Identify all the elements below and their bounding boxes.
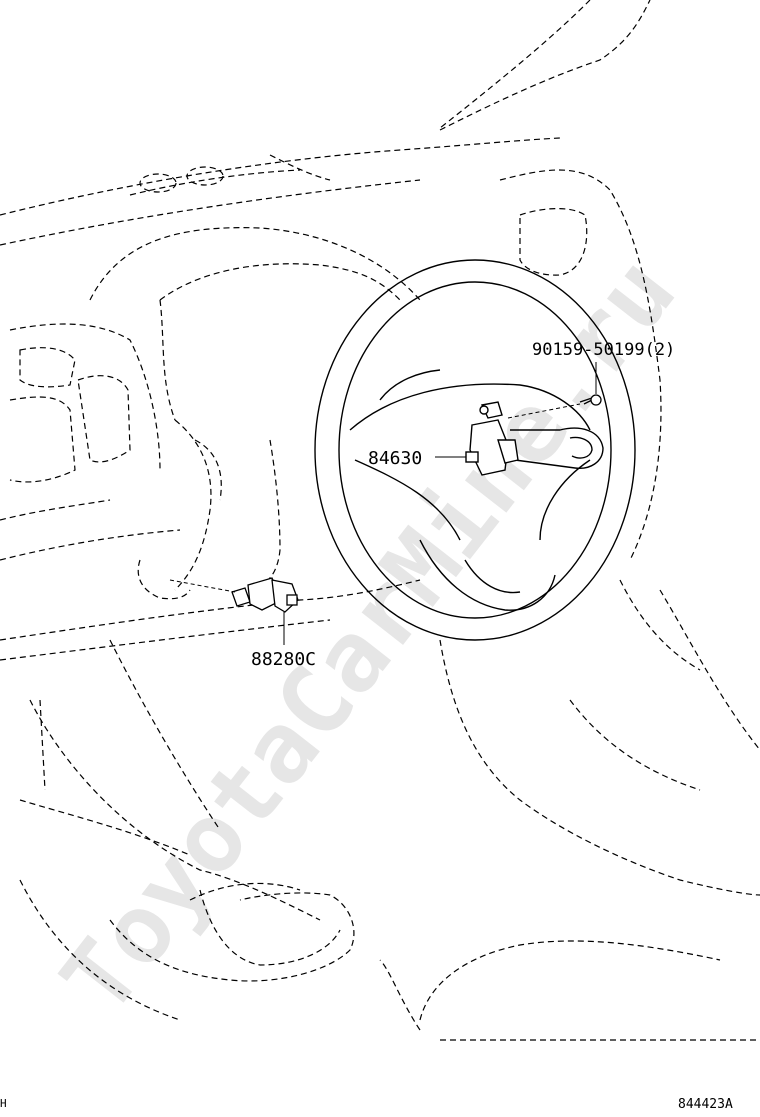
leader-lines <box>283 362 597 645</box>
part-label-84630: 84630 <box>368 448 422 469</box>
steering-wheel <box>314 259 636 641</box>
part-label-90159: 90159-50199(2) <box>532 340 675 360</box>
dashboard-outline <box>0 0 760 1041</box>
part-label-88280c: 88280C <box>251 649 316 670</box>
dashed-leaders <box>169 403 581 593</box>
cruise-switch-assembly <box>465 401 519 476</box>
stop-lamp-switch <box>231 577 299 613</box>
screw <box>579 394 602 406</box>
footer-left-code: H <box>0 1097 7 1110</box>
diagram-id: 844423A <box>678 1097 733 1112</box>
